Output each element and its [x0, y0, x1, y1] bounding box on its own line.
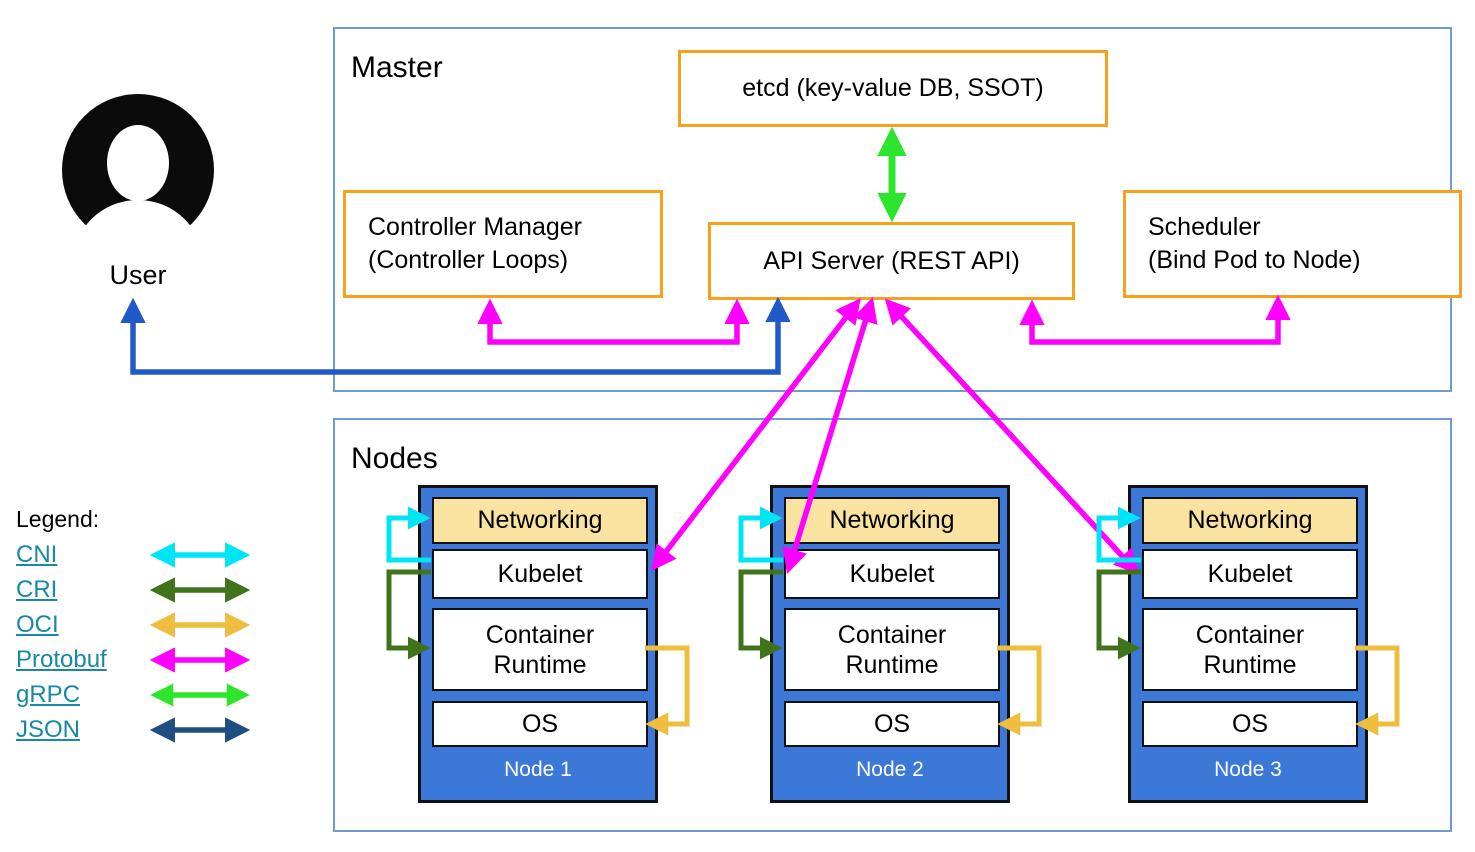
api-server-box: API Server (REST API) [708, 222, 1075, 300]
networking-label: Networking [1187, 506, 1313, 534]
node3-kubelet-box: Kubelet [1142, 549, 1358, 599]
user-icon [62, 94, 214, 326]
user-label: User [109, 260, 167, 290]
protobuf-legend-arrow-icon [149, 646, 251, 673]
controller-manager-box: Controller Manager (Controller Loops) [343, 190, 663, 298]
container-runtime-label: Container Runtime [485, 620, 595, 679]
legend-row-cni: CNI [16, 537, 276, 572]
grpc-legend-arrow-icon [150, 682, 250, 707]
networking-label: Networking [829, 506, 955, 534]
node1-os-box: OS [432, 701, 648, 747]
legend-row-json: JSON [16, 712, 276, 747]
scheduler-label: Scheduler (Bind Pod to Node) [1148, 211, 1361, 277]
legend-link-cni[interactable]: CNI [16, 540, 58, 568]
os-label: OS [521, 709, 559, 738]
scheduler-box: Scheduler (Bind Pod to Node) [1123, 190, 1462, 298]
container-runtime-label: Container Runtime [837, 620, 947, 679]
networking-label: Networking [477, 506, 603, 534]
legend: Legend: CNI CRI OCI Protobuf gRP [16, 506, 276, 747]
node2-os-box: OS [784, 701, 1000, 747]
kubelet-label: Kubelet [497, 559, 583, 588]
node1-container-runtime-box: Container Runtime [432, 608, 648, 691]
legend-link-protobuf[interactable]: Protobuf [16, 645, 107, 673]
legend-link-json[interactable]: JSON [16, 715, 81, 743]
node2-label: Node 2 [856, 758, 924, 781]
controller-manager-line2: (Controller Loops) [368, 246, 569, 274]
user: User [61, 93, 215, 326]
legend-row-oci: OCI [16, 607, 276, 642]
json-legend-arrow-icon [149, 716, 251, 743]
container-runtime-label: Container Runtime [1195, 620, 1305, 679]
kubelet-label: Kubelet [1207, 559, 1293, 588]
node1-networking-box: Networking [432, 497, 648, 544]
os-label: OS [1231, 709, 1269, 738]
legend-row-grpc: gRPC [16, 677, 276, 712]
node3-networking-box: Networking [1142, 497, 1358, 544]
master-section-title: Master [351, 51, 443, 84]
node2-networking-box: Networking [784, 497, 1000, 544]
oci-legend-arrow-icon [149, 611, 251, 638]
cri-legend-arrow-icon [149, 576, 251, 603]
legend-link-oci[interactable]: OCI [16, 610, 59, 638]
legend-link-grpc[interactable]: gRPC [16, 680, 81, 708]
node-2: Networking Kubelet Container Runtime OS … [770, 485, 1010, 803]
node2-kubelet-box: Kubelet [784, 549, 1000, 599]
node3-os-box: OS [1142, 701, 1358, 747]
os-label: OS [873, 709, 911, 738]
etcd-box: etcd (key-value DB, SSOT) [678, 50, 1108, 127]
legend-link-cri[interactable]: CRI [16, 575, 58, 603]
legend-title: Legend: [16, 506, 100, 532]
node-1: Networking Kubelet Container Runtime OS … [418, 485, 658, 803]
node1-label: Node 1 [504, 758, 572, 781]
etcd-label: etcd (key-value DB, SSOT) [742, 74, 1044, 102]
node-3: Networking Kubelet Container Runtime OS … [1128, 485, 1368, 803]
nodes-section-title: Nodes [351, 442, 438, 475]
node3-label: Node 3 [1214, 758, 1282, 781]
node3-container-runtime-box: Container Runtime [1142, 608, 1358, 691]
scheduler-line2: (Bind Pod to Node) [1148, 246, 1361, 274]
scheduler-line1: Scheduler [1148, 213, 1261, 241]
api-server-label: API Server (REST API) [763, 246, 1020, 275]
cni-legend-arrow-icon [149, 541, 251, 568]
controller-manager-label: Controller Manager (Controller Loops) [368, 211, 582, 277]
legend-row-cri: CRI [16, 572, 276, 607]
controller-manager-line1: Controller Manager [368, 213, 582, 241]
kubelet-label: Kubelet [849, 559, 935, 588]
node2-container-runtime-box: Container Runtime [784, 608, 1000, 691]
node1-kubelet-box: Kubelet [432, 549, 648, 599]
legend-row-protobuf: Protobuf [16, 642, 276, 677]
